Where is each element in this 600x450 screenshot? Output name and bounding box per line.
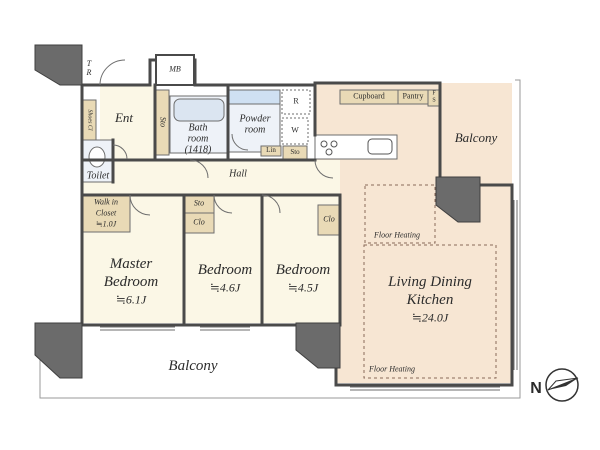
entrance-label: Ent <box>114 109 134 125</box>
walk-in-closet-label-line2: Closet <box>95 208 117 218</box>
balcony-outlines <box>39 79 521 399</box>
walk-in-closet-label-line1: Walk in <box>94 197 118 207</box>
bedroom-b-area: ≒4.5J <box>287 280 319 295</box>
bathroom-label-line1: Bath <box>188 122 208 134</box>
door-swings <box>99 59 334 216</box>
sto-label-hall: Sto <box>290 148 300 157</box>
lin-label: Lin <box>266 146 276 155</box>
washer-label: W <box>291 125 299 135</box>
shoes-closet-label: Shoes Cl <box>86 109 93 131</box>
sto-label-bedroom: Sto <box>193 198 205 208</box>
windows <box>100 200 518 391</box>
columns <box>34 44 481 379</box>
powder-room-label-line2: room <box>244 124 266 136</box>
floor-heating-label-lower: Floor Heating <box>369 364 415 374</box>
cooktop <box>320 140 338 156</box>
floor-heating-label-upper: Floor Heating <box>374 230 420 240</box>
ldk-name-line1: Living Dining <box>388 273 472 290</box>
fridge-space <box>281 89 311 115</box>
master-bedroom-area: ≒6.1J <box>115 292 147 307</box>
toilet-label: Toilet <box>86 170 110 182</box>
clo-label-bedroom-a: Clo <box>193 217 205 227</box>
cupboard-label: Cupboard <box>353 91 385 101</box>
fs-label: F S <box>432 90 436 103</box>
mb-box <box>155 54 195 86</box>
powder-counter <box>227 89 281 105</box>
pantry-label: Pantry <box>402 91 424 101</box>
powder-room-label-line1: Powder <box>239 113 271 125</box>
kitchen-sink <box>367 138 393 155</box>
bedroom-b-name: Bedroom <box>275 261 331 278</box>
mb-label: MB <box>169 64 181 74</box>
compass-north-label: N <box>530 380 542 398</box>
refrigerator-label: R <box>293 96 299 106</box>
washer-space <box>281 117 309 145</box>
toilet-bowl <box>88 146 106 168</box>
clo-label-bedroom-b: Clo <box>323 214 335 224</box>
north-arrow-icon <box>545 368 579 402</box>
bedroom-a-name: Bedroom <box>197 261 253 278</box>
tr-label: T R <box>86 59 92 77</box>
floor-heating-zone-upper <box>364 184 436 244</box>
bathtub <box>173 98 225 122</box>
hall-label: Hall <box>229 168 247 180</box>
floor-heating-zone-lower <box>363 244 497 379</box>
balcony-east-label: Balcony <box>454 129 498 145</box>
balcony-south-label: Balcony <box>168 357 218 374</box>
bedroom-a-area: ≒4.6J <box>209 280 241 295</box>
master-bedroom-name-line2: Bedroom <box>103 273 159 290</box>
walk-in-closet-area: ≒1.0J <box>95 219 117 229</box>
hall-floor <box>82 160 340 196</box>
bathroom-label-line2: room <box>187 133 209 145</box>
master-bedroom-name-line1: Master <box>109 255 153 272</box>
ldk-name-line2: Kitchen <box>406 291 454 308</box>
sto-label-entrance: Sto <box>158 116 168 128</box>
bathroom-label-line3: (1418) <box>184 144 212 156</box>
ldk-area: ≒24.0J <box>411 310 449 325</box>
